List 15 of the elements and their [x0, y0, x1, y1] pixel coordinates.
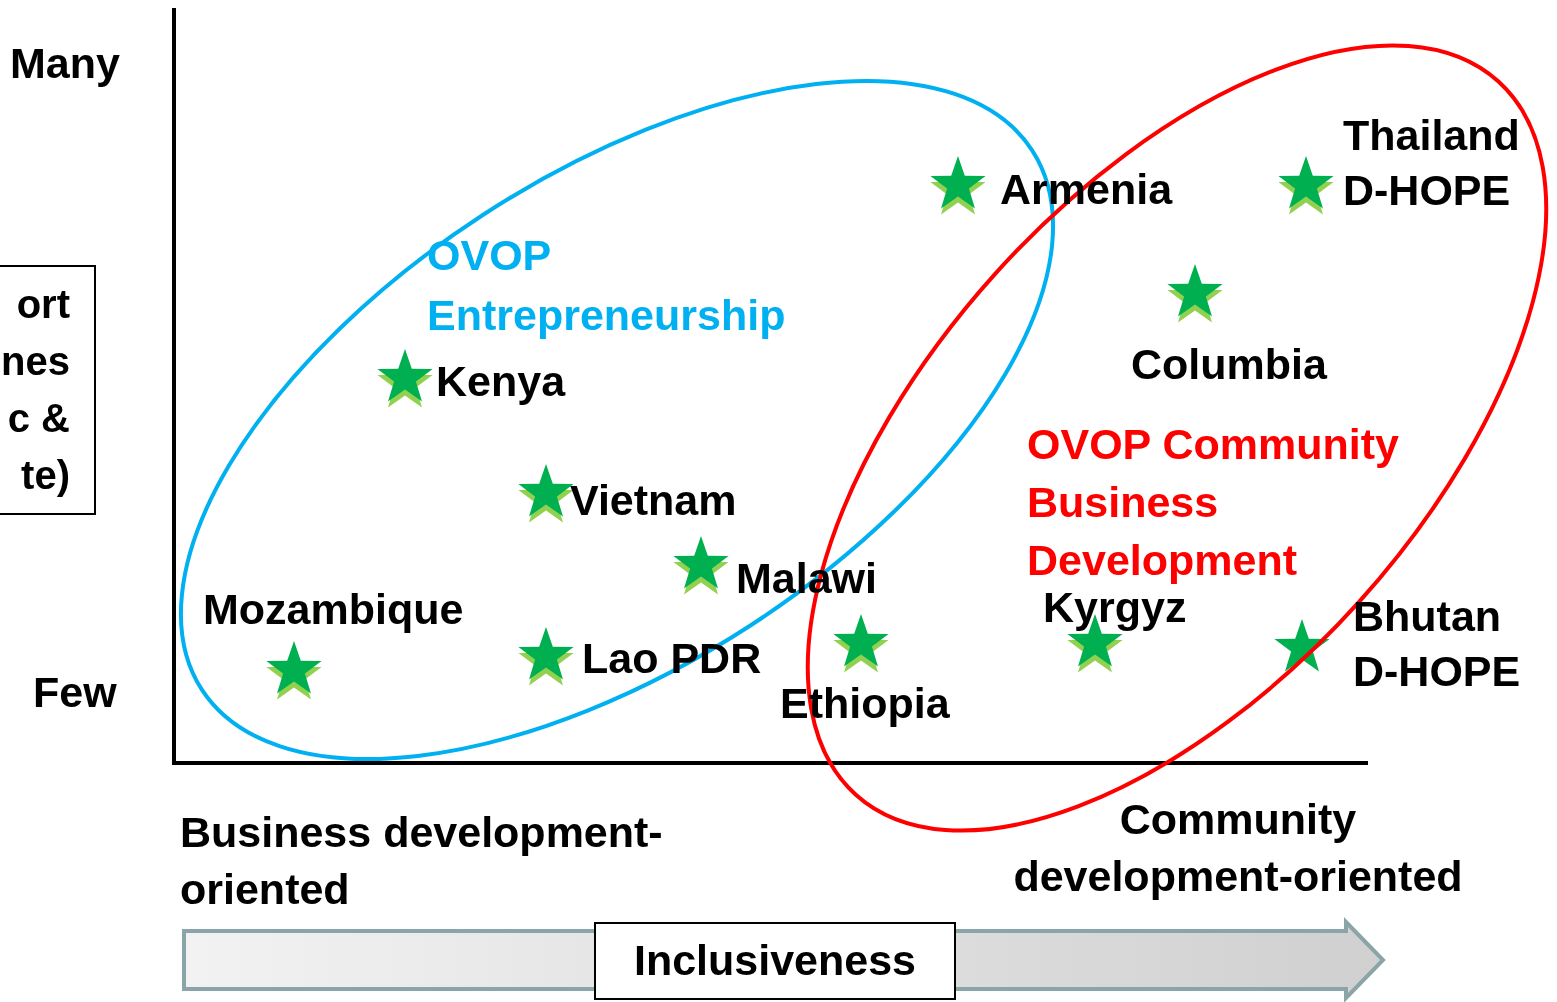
axis-label: Community development-oriented	[1012, 794, 1464, 902]
axis-value-label: Few	[33, 667, 117, 718]
country-label: Kenya	[436, 356, 566, 407]
country-label: Thailand D-HOPE	[1343, 110, 1521, 216]
country-label: Bhutan D-HOPE	[1353, 591, 1522, 697]
axis-label: Business development-oriented	[180, 807, 664, 915]
axis-label-box: Inclusiveness	[594, 922, 956, 1000]
country-label: Vietnam	[570, 475, 737, 526]
country-label: Columbia	[1131, 339, 1327, 390]
country-label: Kyrgyz	[1043, 583, 1187, 633]
label-box: ort nes c & te)	[0, 265, 96, 515]
group-label: OVOP Entrepreneurship	[427, 230, 787, 341]
axis-value-label: Many	[10, 38, 120, 89]
country-label: Mozambique	[203, 584, 464, 635]
group-label: OVOP Community Business Development	[1027, 419, 1400, 586]
